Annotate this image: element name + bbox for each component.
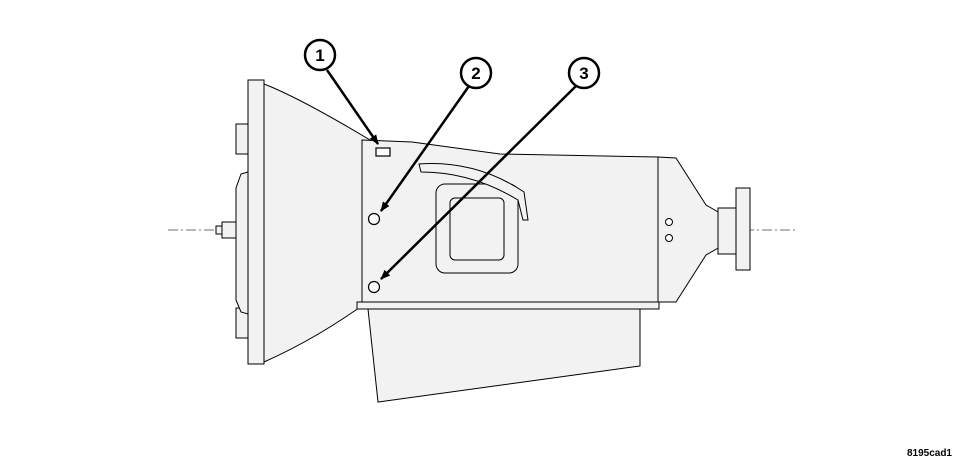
oil-pan — [367, 308, 641, 403]
callout-label-3: 3 — [579, 64, 588, 83]
reference-code: 8195cad1 — [906, 448, 952, 459]
input-shaft — [221, 221, 237, 239]
callout-2: 2 — [459, 56, 493, 90]
callout-1: 1 — [303, 38, 337, 72]
pan-rail — [356, 301, 660, 310]
leader-line-3 — [380, 85, 577, 280]
callout-3: 3 — [567, 56, 601, 90]
callout-label-1: 1 — [315, 46, 324, 65]
leader-line-1 — [325, 69, 380, 145]
extension-bolt-lower — [665, 234, 673, 242]
bellhousing-flange — [247, 79, 265, 365]
shift-lever — [418, 163, 529, 221]
output-flange-face — [735, 187, 751, 271]
torque-converter-dome — [235, 171, 249, 315]
bellhousing-taper — [263, 83, 371, 363]
extension-housing — [657, 156, 721, 303]
leader-line-2 — [379, 85, 471, 212]
port-location-3 — [367, 280, 381, 294]
port-location-2 — [367, 212, 381, 226]
flange-ear-top — [235, 123, 249, 155]
input-shaft-tip — [215, 225, 223, 235]
transmission-body — [215, 79, 751, 403]
output-flange — [717, 207, 737, 255]
callout-label-2: 2 — [471, 64, 480, 83]
side-cover-inner — [449, 197, 505, 261]
sensor-location-1 — [375, 147, 391, 157]
extension-bolt-upper — [665, 218, 673, 226]
